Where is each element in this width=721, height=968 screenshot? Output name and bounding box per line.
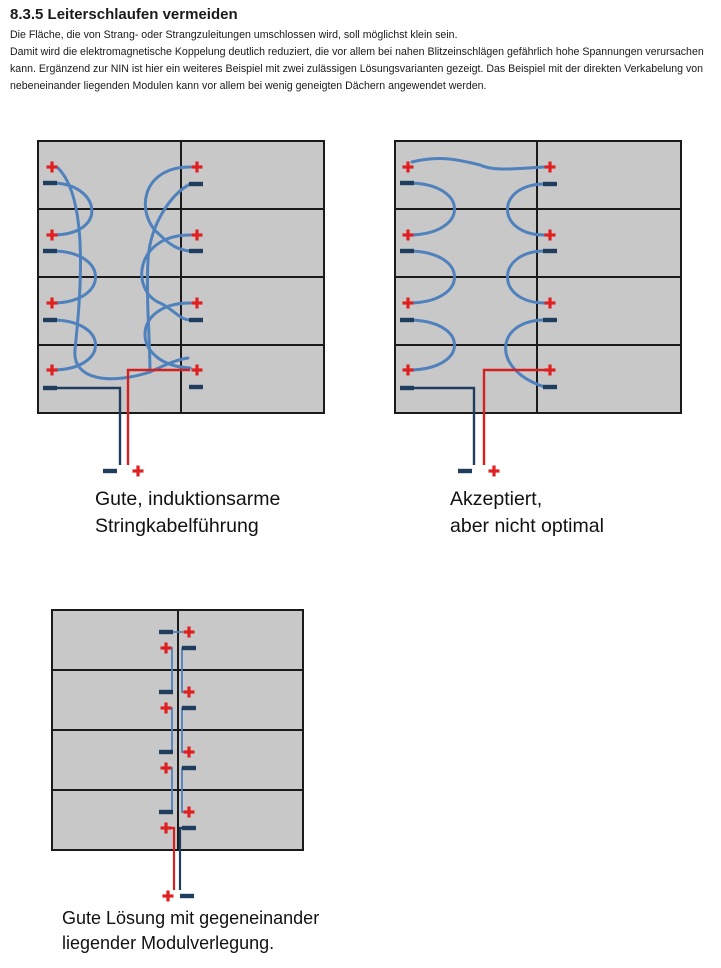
output-plus-icon (162, 890, 174, 902)
output-minus-icon (103, 468, 117, 474)
output-plus-icon (132, 465, 144, 477)
cable-plus-out (482, 368, 548, 465)
intro-line-1: Die Fläche, die von Strang- oder Strangz… (10, 29, 458, 41)
diagram-opposed-modules (51, 609, 304, 902)
cable-plus-out (126, 368, 190, 465)
section-heading: 8.3.5 Leiterschlaufen vermeiden (10, 6, 238, 23)
cable-minus-out (408, 386, 476, 465)
section-number: 8.3.5 (10, 6, 44, 23)
cable-minus-out (52, 386, 122, 465)
section-title: Leiterschlaufen vermeiden (47, 6, 238, 23)
caption-opposed: Gute Lösung mit gegeneinander liegender … (62, 908, 320, 953)
output-minus-icon (458, 468, 472, 474)
diagram-acceptable (394, 140, 682, 477)
intro-line-2: Damit wird die elektromagnetische Koppel… (10, 46, 704, 92)
caption-good: Gute, induktionsarme Stringkabelführung (95, 488, 281, 537)
diagram-good (37, 140, 325, 477)
cable-loops-left (50, 166, 190, 381)
cable-loops-right (140, 165, 192, 374)
output-minus-icon (180, 893, 194, 899)
output-plus-icon (488, 465, 500, 477)
cable-loops-right (504, 182, 547, 389)
caption-acceptable: Akzeptiert, aber nicht optimal (450, 488, 604, 537)
intro-paragraph: Die Fläche, die von Strang- oder Strangz… (10, 27, 710, 95)
cable-loops-left (406, 157, 547, 372)
